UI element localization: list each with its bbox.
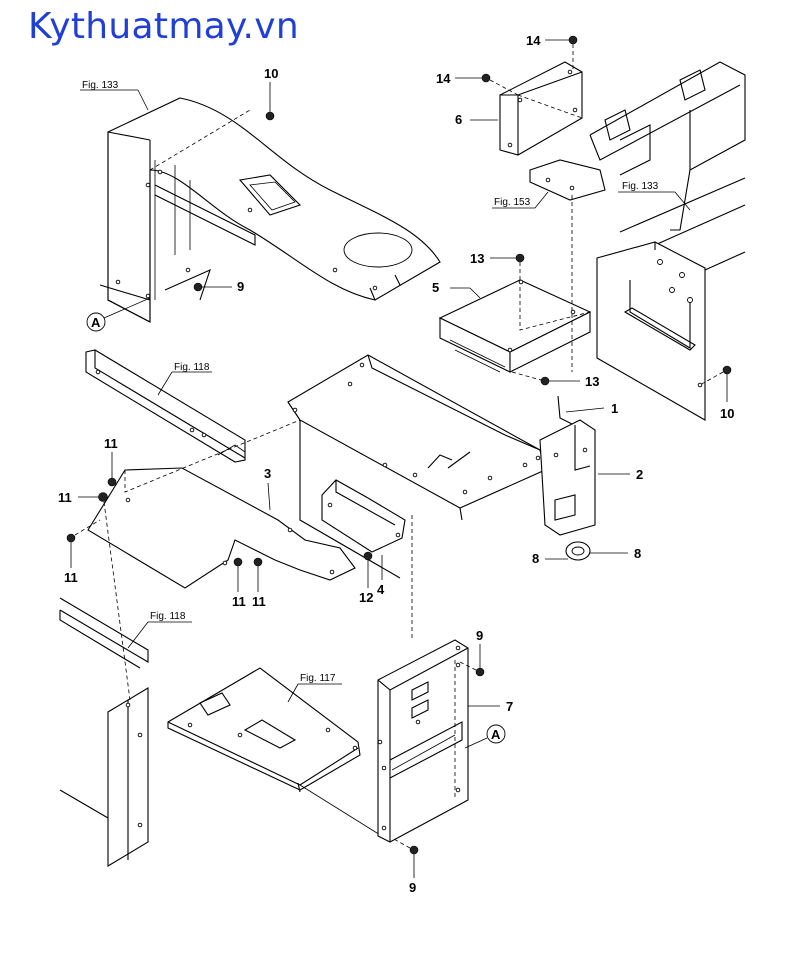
fig-ref-133-right: Fig. 133: [622, 181, 659, 192]
part-label-13-lower: 13: [585, 374, 599, 389]
part-label-4: 4: [377, 582, 385, 597]
bolt-13-lower: [540, 376, 550, 386]
callout-a-upper-text: A: [91, 315, 101, 330]
bolt-9-panel-top: [475, 667, 485, 677]
part-label-12: 12: [359, 590, 373, 605]
bolt-14-top: [568, 35, 578, 45]
part-label-11-c: 11: [64, 570, 78, 585]
callout-a-lower-text: A: [491, 727, 501, 742]
bolt-11-c: [66, 533, 76, 543]
bolt-14-left: [481, 73, 491, 83]
bolt-11-a: [107, 477, 117, 487]
part-label-10-top: 10: [264, 66, 278, 81]
part-label-9-panel-bottom: 9: [409, 880, 416, 895]
main-base-frame: [287, 354, 596, 579]
part-label-11-b: 11: [58, 490, 72, 505]
bolt-9-cover: [193, 282, 203, 292]
top-right-frame-rail: [529, 61, 746, 231]
part-label-13-top: 13: [470, 251, 484, 266]
part-label-11-a: 11: [104, 436, 118, 451]
lower-left-rail: [59, 597, 149, 867]
hex-wrench-1: [557, 395, 573, 425]
grommet-8: [565, 541, 591, 561]
callout-a-upper: [86, 312, 106, 332]
part-label-2: 2: [636, 467, 643, 482]
part-label-6: 6: [455, 112, 462, 127]
part-label-14-left: 14: [436, 71, 451, 86]
part-label-10-right: 10: [720, 406, 734, 421]
bolt-13-top: [515, 253, 525, 263]
site-watermark: Kythuatmay.vn: [28, 6, 299, 47]
callout-a-lower: [486, 724, 506, 744]
bolt-10-right: [722, 365, 732, 375]
part-label-8-right: 8: [634, 546, 641, 561]
part-label-14-top: 14: [526, 33, 541, 48]
fig-ref-153: Fig. 153: [494, 197, 531, 208]
part-label-1: 1: [611, 401, 618, 416]
fig-ref-117: Fig. 117: [300, 673, 336, 684]
right-frame-body: [596, 177, 746, 421]
fig-ref-118-mid: Fig. 118: [174, 362, 210, 373]
part-label-8-left: 8: [532, 551, 539, 566]
bolt-12: [363, 551, 373, 561]
control-box-5: [438, 279, 592, 373]
part-label-11-e: 11: [252, 594, 266, 609]
bolt-10-top: [265, 111, 275, 121]
side-panel-7: [377, 639, 469, 843]
bracket-4: [321, 479, 406, 553]
top-frame-cover: [99, 97, 441, 323]
bolt-11-b: [98, 492, 108, 502]
left-angle-bracket: [85, 349, 246, 463]
cover-plate-6: [499, 61, 583, 156]
bolt-9-panel-bottom: [409, 845, 419, 855]
part-label-9-cover: 9: [237, 279, 244, 294]
cover-plate-3: [87, 419, 356, 589]
bolt-11-d: [233, 557, 243, 567]
part-label-9-panel-top: 9: [476, 628, 483, 643]
part-label-3: 3: [264, 466, 271, 481]
part-label-5: 5: [432, 280, 439, 295]
bottom-tray: [167, 667, 361, 793]
part-label-11-d: 11: [232, 594, 246, 609]
bolt-11-e: [253, 557, 263, 567]
fig-ref-118-low: Fig. 118: [150, 611, 186, 622]
fig-ref-133-top: Fig. 133: [82, 80, 119, 91]
part-label-7: 7: [506, 699, 513, 714]
